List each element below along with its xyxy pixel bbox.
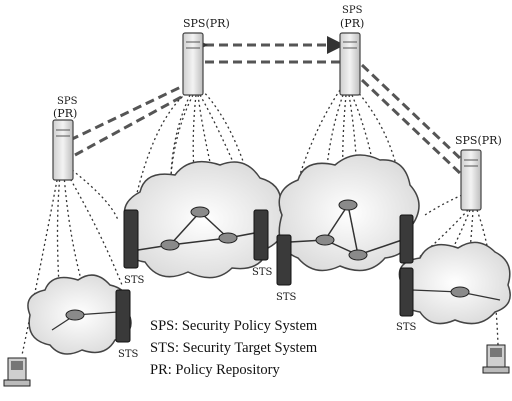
legend-sps: SPS: Security Policy System bbox=[150, 318, 318, 334]
router-icon bbox=[338, 199, 358, 211]
network-cloud-3 bbox=[27, 274, 132, 355]
router-icon bbox=[450, 286, 470, 298]
sps-b-label-bottom: (PR) bbox=[340, 17, 364, 30]
sts-2-label: STS bbox=[252, 267, 273, 278]
sps-backbone-links bbox=[69, 36, 464, 177]
router-icon bbox=[65, 309, 85, 321]
legend: SPS: Security Policy System STS: Securit… bbox=[150, 318, 318, 378]
network-cloud-1 bbox=[123, 160, 285, 279]
sts-5-label: STS bbox=[396, 322, 417, 333]
sps-node-a: SPS(PR) bbox=[182, 17, 230, 96]
sps-a-label: SPS(PR) bbox=[183, 17, 230, 30]
sts-node-4: STS bbox=[115, 289, 139, 360]
router-icon bbox=[315, 234, 335, 246]
legend-sts: STS: Security Target System bbox=[150, 340, 318, 356]
sts-node-2: STS bbox=[252, 209, 273, 278]
network-cloud-4 bbox=[398, 241, 511, 325]
sts-node-3: STS bbox=[276, 234, 297, 303]
computer-icon bbox=[3, 357, 31, 387]
router-icon bbox=[160, 239, 180, 251]
sps-c-label-bottom: (PR) bbox=[53, 107, 77, 120]
sts-node-right-cloud2 bbox=[399, 214, 414, 264]
sps-c-label-top: SPS bbox=[57, 96, 78, 107]
sts-3-label: STS bbox=[276, 292, 297, 303]
router-icon bbox=[348, 249, 368, 261]
sts-node-5: STS bbox=[396, 267, 417, 333]
legend-pr: PR: Policy Repository bbox=[150, 362, 280, 378]
router-icon bbox=[190, 206, 210, 218]
sps-node-d: SPS(PR) bbox=[455, 134, 502, 211]
sts-4-label: STS bbox=[118, 349, 139, 360]
sps-node-b: SPS (PR) bbox=[339, 5, 364, 96]
router-icon bbox=[218, 232, 238, 244]
sps-b-label-top: SPS bbox=[342, 5, 363, 16]
sps-d-label: SPS(PR) bbox=[455, 134, 502, 147]
computer-icon bbox=[482, 344, 510, 374]
network-cloud-2 bbox=[278, 154, 420, 272]
sts-1-label: STS bbox=[124, 275, 145, 286]
sps-node-c: SPS (PR) bbox=[52, 96, 78, 181]
sts-node-1: STS bbox=[123, 209, 145, 286]
